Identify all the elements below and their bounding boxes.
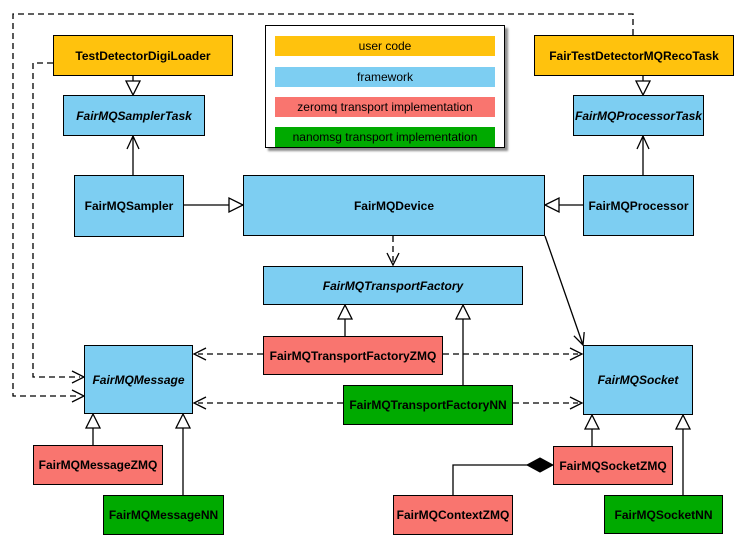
- class-label: FairMQDevice: [353, 198, 435, 213]
- edge-factoryzmq-transportfactory-inheritance: [336, 303, 354, 336]
- edge-contextzmq-socketzmq-composition: [452, 457, 555, 495]
- legend-item-zeromq: zeromq transport implementation: [275, 97, 495, 117]
- legend-label: nanomsg transport implementation: [292, 130, 478, 144]
- edge-factorynn-message-dependency: [192, 396, 343, 410]
- class-label: FairMQSocketNN: [614, 507, 713, 522]
- class-fairmqsamplertask: FairMQSamplerTask: [63, 95, 205, 136]
- class-label: FairMQSamplerTask: [76, 108, 192, 123]
- class-fairmqtransportfactoryzmq: FairMQTransportFactoryZMQ: [263, 336, 443, 375]
- edge-device-socket-association: [544, 235, 585, 347]
- class-label: FairMQProcessorTask: [575, 108, 702, 123]
- class-fairmqsampler: FairMQSampler: [74, 175, 184, 237]
- class-fairmqprocessortask: FairMQProcessorTask: [573, 95, 704, 136]
- class-label: FairMQTransportFactory: [322, 278, 464, 293]
- edge-messagezmq-message-inheritance: [84, 412, 102, 445]
- class-fairmqmessagezmq: FairMQMessageZMQ: [33, 445, 163, 485]
- legend: user code framework zeromq transport imp…: [265, 25, 505, 148]
- class-fairmqcontextzmq: FairMQContextZMQ: [393, 495, 513, 535]
- class-label: FairMQMessageZMQ: [38, 458, 158, 472]
- edge-factoryzmq-message-dependency: [192, 347, 263, 361]
- class-label: FairMQProcessor: [588, 198, 689, 213]
- class-label: FairMQContextZMQ: [396, 508, 510, 522]
- class-label: FairMQTransportFactoryNN: [349, 398, 507, 412]
- edge-sampler-device-inheritance: [184, 196, 245, 214]
- edge-digiloader-samplertask-inheritance: [124, 76, 142, 97]
- edge-factorynn-transportfactory-inheritance: [454, 303, 472, 385]
- legend-label: zeromq transport implementation: [297, 100, 473, 114]
- edge-socketzmq-socket-inheritance: [583, 413, 601, 446]
- class-testdetectordigiloader: TestDetectorDigiLoader: [53, 35, 233, 76]
- class-fairmqsocketnn: FairMQSocketNN: [604, 495, 723, 534]
- edge-processor-device-inheritance: [543, 196, 583, 214]
- class-fairmqmessage: FairMQMessage: [84, 345, 193, 414]
- class-fairtestdetectormqrecotask: FairTestDetectorMQRecoTask: [534, 35, 734, 76]
- legend-item-framework: framework: [275, 67, 495, 87]
- edge-device-transportfactory-dependency: [386, 236, 400, 267]
- legend-item-nanomsg: nanomsg transport implementation: [275, 127, 495, 147]
- class-label: FairMQSocketZMQ: [559, 458, 667, 473]
- class-label: FairMQMessage: [92, 372, 185, 387]
- class-fairmqmessagenn: FairMQMessageNN: [103, 495, 224, 535]
- edge-sampler-samplertask-association: [126, 134, 140, 175]
- class-fairmqsocket: FairMQSocket: [583, 345, 693, 415]
- class-label: FairTestDetectorMQRecoTask: [549, 48, 719, 63]
- legend-label: framework: [356, 70, 413, 84]
- class-label: FairMQTransportFactoryZMQ: [269, 348, 437, 363]
- edge-processor-processortask-association: [636, 134, 650, 175]
- edge-factoryzmq-socket-dependency: [443, 347, 584, 361]
- class-label: FairMQMessageNN: [108, 508, 219, 522]
- edge-factorynn-socket-dependency: [513, 396, 584, 410]
- class-fairmqdevice: FairMQDevice: [243, 175, 545, 236]
- legend-item-user-code: user code: [275, 36, 495, 56]
- class-label: FairMQSocket: [597, 373, 679, 387]
- edge-recotask-processortask-inheritance: [634, 76, 652, 97]
- class-fairmqprocessor: FairMQProcessor: [583, 175, 694, 236]
- class-label: TestDetectorDigiLoader: [75, 48, 211, 63]
- class-label: FairMQSampler: [84, 199, 174, 213]
- edge-socketnn-socket-inheritance: [674, 413, 692, 495]
- class-fairmqsocketzmq: FairMQSocketZMQ: [553, 446, 673, 485]
- legend-label: user code: [358, 39, 412, 53]
- edge-messagenn-message-inheritance: [174, 412, 192, 495]
- class-fairmqtransportfactory: FairMQTransportFactory: [263, 266, 523, 305]
- class-fairmqtransportfactorynn: FairMQTransportFactoryNN: [343, 385, 513, 425]
